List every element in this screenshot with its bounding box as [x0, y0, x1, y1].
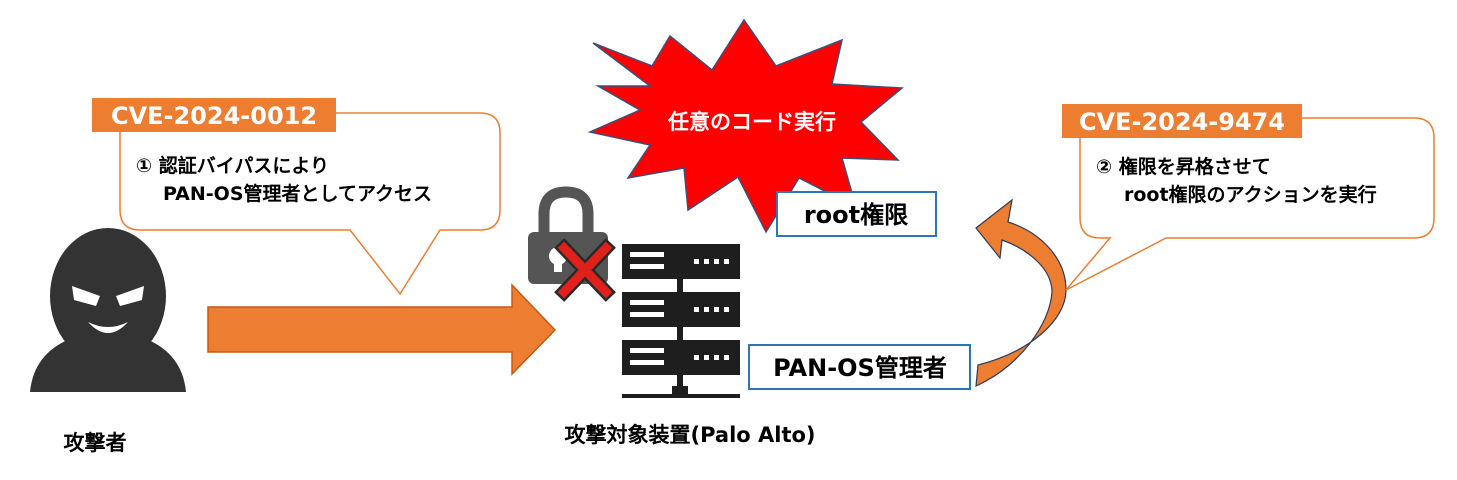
panos-admin-box	[748, 344, 971, 390]
callout-right-line2: root権限のアクションを実行	[1124, 183, 1377, 206]
callout-left-line1: ① 認証バイパスにより	[136, 154, 329, 177]
broken-lock-icon	[528, 186, 608, 284]
attack-arrow	[207, 283, 557, 376]
cve-left-badge	[92, 98, 336, 132]
callout-left-line2: PAN-OS管理者としてアクセス	[163, 182, 432, 205]
callout-right-line1: ② 権限を昇格させて	[1096, 155, 1271, 178]
panos-admin-label: PAN-OS管理者	[773, 354, 947, 382]
root-privilege-box	[776, 191, 937, 237]
cve-left-label: CVE-2024-0012	[111, 102, 317, 130]
burst-label: 任意のコード実行	[667, 110, 836, 134]
attacker-icon	[30, 228, 186, 392]
escalation-arrow	[975, 198, 1067, 387]
cross-mark-icon	[554, 238, 616, 302]
target-label: 攻撃対象装置(Palo Alto)	[564, 423, 815, 447]
server-rack-icon	[622, 244, 740, 398]
root-privilege-label: root権限	[804, 201, 908, 229]
cve-right-label: CVE-2024-9474	[1079, 108, 1285, 136]
attacker-label: 攻撃者	[64, 431, 127, 455]
cve-right-badge	[1062, 104, 1302, 138]
